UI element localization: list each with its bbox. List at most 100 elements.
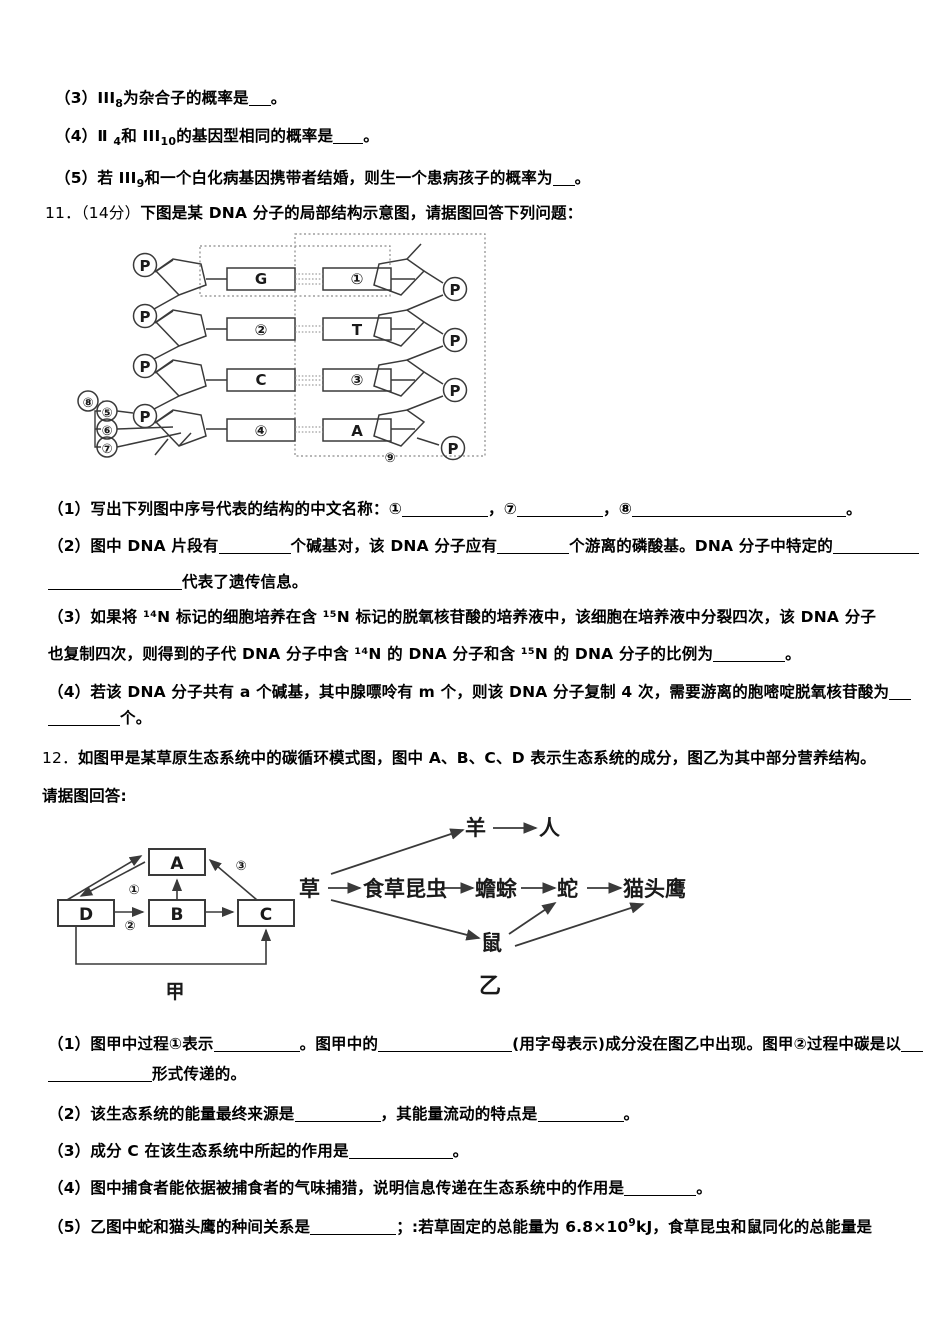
answer-blank[interactable] [552,170,575,186]
answer-blank[interactable] [402,501,489,517]
callout-8: ⑧ [82,396,93,411]
answer-blank[interactable] [218,538,291,554]
question-12-part-5: （5）乙图中蛇和猫头鹰的种间关系是；:若草固定的总能量为 6.8×109kJ，食… [48,1216,872,1238]
exponent: 9 [628,1217,636,1229]
question-11-stem: 11．（14分）下图是某 DNA 分子的局部结构示意图，请据图回答下列问题： [45,203,582,224]
web-node-sheep: 羊 [465,816,486,840]
part-prefix: （1） [48,1035,91,1053]
question-stem-text: 如图甲是某草原生态系统中的碳循环模式图，图中 A、B、C、D 表示生态系统的成分… [77,749,876,767]
part-prefix: （2） [48,537,91,555]
part-text: ，⑦ [488,500,518,518]
part-text: 和 III [121,127,161,145]
phosphate-label: P [140,408,151,426]
part-text: 形式传递的。 [152,1065,247,1083]
question-12-part-2: （2）该生态系统的能量最终来源是，其能量流动的特点是。 [48,1104,639,1125]
part-prefix: （2） [48,1105,91,1123]
part-period: 。 [270,89,287,107]
carbon-box-c: C [260,905,272,925]
part-text: 图中 DNA 片段有 [90,537,219,555]
phosphate-label: P [140,358,151,376]
question-12-part-3: （3）成分 C 在该生态系统中所起的作用是。 [48,1141,468,1162]
question-11-part-4-line2: 个。 [48,708,151,729]
base-left-1: G [255,270,267,288]
phosphate-label: P [450,382,461,400]
part-text: 为杂合子的概率是 [123,89,249,107]
answer-blank[interactable] [713,646,786,662]
part-prefix: （3） [48,1142,91,1160]
base-right-2: T [352,321,363,339]
part-text: 图甲中过程①表示 [90,1035,214,1053]
part-prefix: （4） [48,1179,91,1197]
question-stem-text: 下图是某 DNA 分子的局部结构示意图，请据图回答下列问题： [140,204,583,222]
part-text: 成分 C 在该生态系统中所起的作用是 [90,1142,349,1160]
part-text: 个。 [120,709,152,727]
process-label-1: ① [128,883,139,898]
answer-blank[interactable] [248,90,271,106]
part-prefix: （3） [55,89,98,107]
question-11-part-3: （3）如果将 ¹⁴N 标记的细胞培养在含 ¹⁵N 标记的脱氧核苷酸的培养液中，该… [48,607,876,628]
answer-blank[interactable] [48,710,120,726]
pedigree-ref: Ⅱ [97,127,114,145]
answer-blank[interactable] [497,538,570,554]
answer-blank[interactable] [632,501,847,517]
base-right-1: ① [351,270,364,288]
answer-blank[interactable] [517,501,604,517]
pedigree-subscript: 4 [113,135,122,149]
part-prefix: （1） [48,500,91,518]
question-11-part-2-line2: 代表了遗传信息。 [48,572,308,593]
answer-blank[interactable] [48,1066,152,1082]
part-period: 。 [623,1105,640,1123]
web-node-insect: 食草昆虫 [363,877,447,901]
part-text: 的基因型相同的概率是 [176,127,334,145]
part-text: 如果将 ¹⁴N 标记的细胞培养在含 ¹⁵N 标记的脱氧核苷酸的培养液中，该细胞在… [90,608,877,626]
callout-7: ⑦ [101,442,112,457]
callout-5: ⑤ [101,406,112,421]
pedigree-ref: 若 III [97,169,137,187]
part-period: 。 [363,127,379,145]
part-text: 个碱基对，该 DNA 分子应有 [290,537,498,555]
answer-blank[interactable] [310,1219,397,1235]
pedigree-subscript: 8 [115,97,124,111]
pedigree-ref: III [97,89,116,107]
part-text: kJ，食草昆虫和鼠同化的总能量是 [635,1218,873,1237]
answer-blank[interactable] [901,1036,924,1052]
part-text: 该生态系统的能量最终来源是 [90,1105,295,1123]
carbon-cycle-figure: A B C D ① ② ③ 甲 [45,838,320,1003]
callout-6: ⑥ [101,424,112,439]
question-11-part-4: （4）若该 DNA 分子共有 a 个碱基，其中腺嘌呤有 m 个，则该 DNA 分… [48,682,912,703]
dna-partial-structure-figure: P P P P P P P P G ② C ④ ① T ③ A ⑧ ⑤ [55,233,525,483]
part-text: 若该 DNA 分子共有 a 个碱基，其中腺嘌呤有 m 个，则该 DNA 分子复制… [90,683,890,701]
answer-blank[interactable] [378,1036,513,1052]
figure-caption-jia: 甲 [165,981,184,1003]
part-prefix: （3） [48,608,91,626]
answer-blank[interactable] [348,1143,453,1159]
part-text: 也复制四次，则得到的子代 DNA 分子中含 ¹⁴N 的 DNA 分子和含 ¹⁵N… [48,645,714,663]
phosphate-label: P [140,257,151,275]
part-text: 。图甲中的 [299,1035,379,1053]
answer-blank[interactable] [294,1106,381,1122]
pedigree-subscript: 10 [160,135,177,149]
answer-blank[interactable] [537,1106,624,1122]
question-number: 12． [42,749,78,767]
part-text: 和一个白化病基因携带者结婚，则生一个患病孩子的概率为 [144,169,553,187]
question-12-stem-line2: 请据图回答: [42,786,127,807]
answer-blank[interactable] [213,1036,300,1052]
question-11-part-2: （2）图中 DNA 片段有个碱基对，该 DNA 分子应有个游离的磷酸基。DNA … [48,536,920,557]
question-12-part-1: （1）图甲中过程①表示。图甲中的(用字母表示)成分没在图乙中出现。图甲②过程中碳… [48,1034,924,1055]
answer-blank[interactable] [833,538,920,554]
question-11-part-3-line2: 也复制四次，则得到的子代 DNA 分子中含 ¹⁴N 的 DNA 分子和含 ¹⁵N… [48,644,801,665]
part-prefix: （4） [55,127,98,145]
part-text: ；:若草固定的总能量为 6.8×10 [396,1218,629,1237]
question-stem-text: 请据图回答: [42,787,127,805]
answer-blank[interactable] [333,128,364,144]
answer-blank[interactable] [624,1180,697,1196]
answer-blank[interactable] [48,574,182,590]
base-left-3: C [255,371,266,389]
food-web-figure: 草 羊 人 食草昆虫 蟾蜍 蛇 猫头鹰 鼠 乙 [293,808,718,1003]
answer-blank[interactable] [889,684,912,700]
part-period: 。 [846,500,862,518]
part-text: 乙图中蛇和猫头鹰的种间关系是 [90,1218,311,1237]
question-10-part-5: （5）若 III9和一个白化病基因携带者结婚，则生一个患病孩子的概率为。 [55,168,590,192]
question-12-part-1-line2: 形式传递的。 [48,1064,246,1085]
